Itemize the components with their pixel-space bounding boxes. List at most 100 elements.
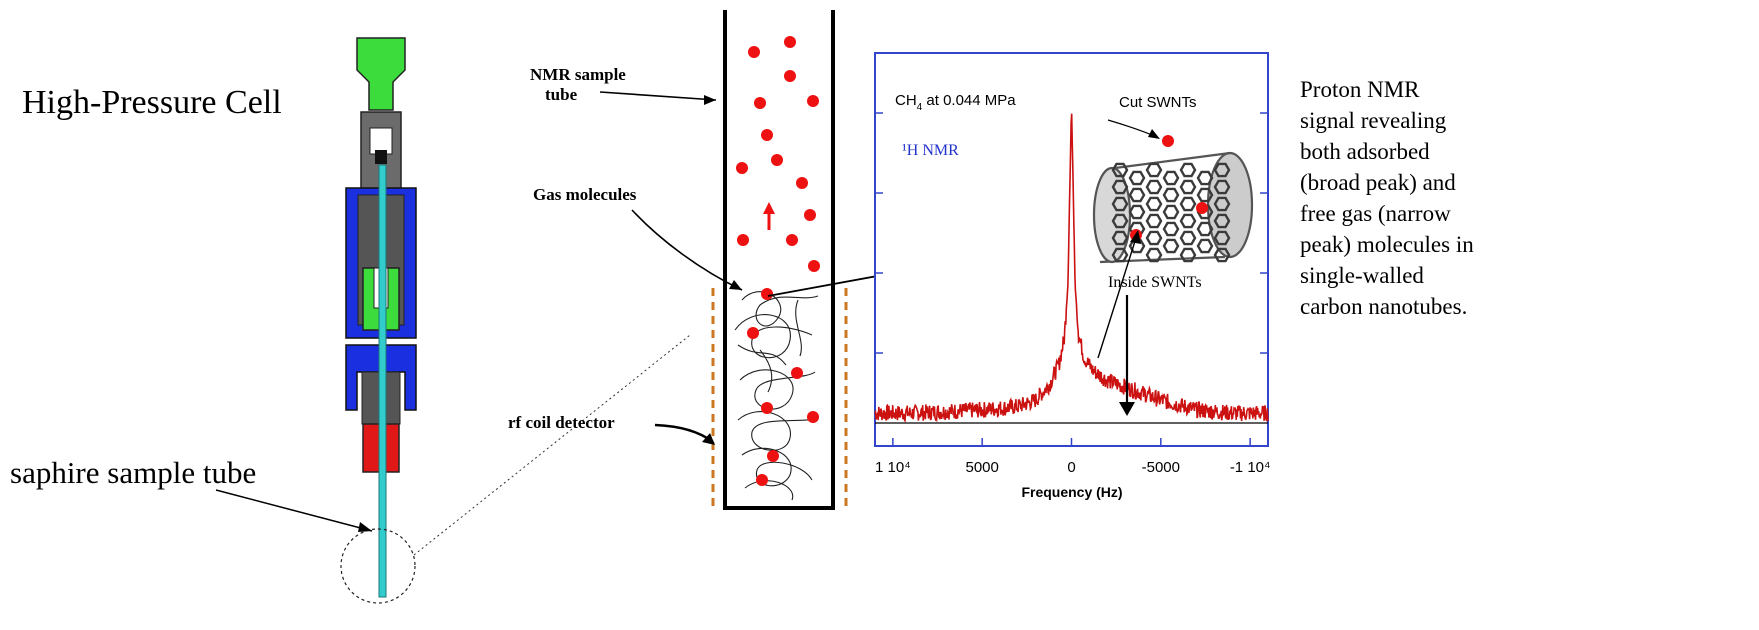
y-ticks <box>875 112 1268 354</box>
nanotube-hexagon <box>1128 238 1146 254</box>
nanotube-hexagon <box>1179 230 1197 246</box>
nanotube-hexagon <box>1128 187 1146 203</box>
gas-molecule <box>747 327 759 339</box>
cell-cap <box>356 37 406 111</box>
gas-molecule <box>791 367 803 379</box>
x-tick-label: 0 <box>1067 459 1075 476</box>
caption-line: carbon nanotubes. <box>1300 294 1467 319</box>
gas-molecule <box>754 97 766 109</box>
caption-line: single-walled <box>1300 263 1424 288</box>
zoom-guide-line <box>413 334 691 556</box>
zoom-circle <box>340 528 416 604</box>
arrow-head <box>1130 230 1141 244</box>
arrow-head <box>1119 402 1135 416</box>
x-tick-label: 5000 <box>965 459 998 476</box>
gas-molecule <box>804 209 816 221</box>
caption-line: signal revealing <box>1300 108 1447 133</box>
arrow-head <box>704 95 716 105</box>
nanotube-illustration <box>1092 151 1254 264</box>
caption-line: Proton NMR <box>1300 77 1420 102</box>
nanotube-hexagon <box>1145 179 1163 195</box>
nanotube-hexagon <box>1162 187 1180 203</box>
gas-molecule <box>767 450 779 462</box>
nanotube-hexagon <box>1196 238 1214 254</box>
gas-molecule <box>761 129 773 141</box>
gas-molecules-label: Gas molecules <box>533 185 637 204</box>
sample-tube-pointer <box>215 489 373 532</box>
caption-line: both adsorbed <box>1300 139 1430 164</box>
gas-molecule <box>786 234 798 246</box>
caption-line: (broad peak) and <box>1300 170 1456 195</box>
nanotube-hexagon <box>1162 221 1180 237</box>
cut-swnts-molecule <box>1162 135 1174 147</box>
arrow-head <box>702 433 715 445</box>
caption-line: free gas (narrow <box>1300 201 1451 226</box>
sample-annotation: CH4 at 0.044 MPa <box>895 92 1016 113</box>
caption: Proton NMR signal revealing both adsorbed (… <box>1300 77 1474 319</box>
nanotube-hexagon <box>1111 213 1129 229</box>
cell-plug <box>375 150 387 164</box>
cut-swnts-label: Cut SWNTs <box>1119 94 1197 111</box>
nanotube-hexagon <box>1111 179 1129 195</box>
nmr-tube-pointer <box>599 91 717 101</box>
gas-molecule <box>756 474 768 486</box>
annotation-subscript: 4 <box>917 102 923 113</box>
arrow-head <box>1148 129 1160 139</box>
nanotube-hexagon <box>1179 247 1197 263</box>
inside-pointer <box>1097 237 1137 359</box>
x-tick-label: 1 10⁴ <box>875 459 911 476</box>
nanotube-hexagon <box>1162 238 1180 254</box>
nanotube-hexagon <box>1179 179 1197 195</box>
nanotube-hexagon <box>1213 230 1231 246</box>
gas-molecule <box>748 46 760 58</box>
gas-molecule <box>807 411 819 423</box>
inside-swnts-label: Inside SWNTs <box>1108 274 1202 291</box>
spectrum-trace <box>874 113 1269 423</box>
nanotube-bundle <box>734 291 819 501</box>
nanotube-hexagon <box>1111 247 1129 263</box>
gas-molecule <box>761 402 773 414</box>
x-tick-label: -1 10⁴ <box>1230 459 1271 476</box>
gas-molecule <box>736 162 748 174</box>
gas-molecule <box>796 177 808 189</box>
nanotube-hexagon <box>1213 213 1231 229</box>
cell-title: High-Pressure Cell <box>22 84 282 121</box>
gas-molecule <box>784 70 796 82</box>
nanotube-hexagon <box>1145 213 1163 229</box>
nmr-tube-label-1: NMR sample <box>530 65 626 84</box>
nanotube-hexagon <box>1213 162 1231 178</box>
nanotube-hexagon <box>1128 204 1146 220</box>
nanotube-hexagon <box>1196 221 1214 237</box>
nanotube-hexagon <box>1145 230 1163 246</box>
gas-molecules-pointer <box>631 209 743 291</box>
nanotube-hexagon <box>1145 247 1163 263</box>
nanotube-hexagon <box>1145 162 1163 178</box>
nanotube-hexagon <box>1111 230 1129 246</box>
nanotube-hexagon <box>1128 170 1146 186</box>
gas-molecules <box>736 36 820 486</box>
nanotube-hexagon <box>1111 196 1129 212</box>
high-pressure-cell: High-Pressure Cell saphire sample tube <box>10 37 691 604</box>
nanotube-hexagon <box>1213 247 1231 263</box>
rf-coil <box>711 288 848 506</box>
nanotube-hexagon <box>1162 204 1180 220</box>
arrow-head <box>729 280 742 290</box>
gas-molecule <box>737 234 749 246</box>
nanotube-hexagon <box>1145 196 1163 212</box>
gas-molecule <box>771 154 783 166</box>
x-axis-label: Frequency (Hz) <box>1021 484 1122 500</box>
sapphire-tube <box>378 164 387 598</box>
nmr-tube-label-2: tube <box>545 85 578 104</box>
inside-molecule <box>1196 202 1208 214</box>
nanotube-hexagon <box>1179 213 1197 229</box>
nanotube-hexagon <box>1196 187 1214 203</box>
nanotube-hexagon <box>1179 162 1197 178</box>
gas-molecule <box>807 95 819 107</box>
nanotube-hexagon <box>1213 196 1231 212</box>
caption-line: peak) molecules in <box>1300 232 1474 257</box>
annotation-pressure: at 0.044 MPa <box>922 92 1016 109</box>
nanotube-hexagon <box>1179 196 1197 212</box>
